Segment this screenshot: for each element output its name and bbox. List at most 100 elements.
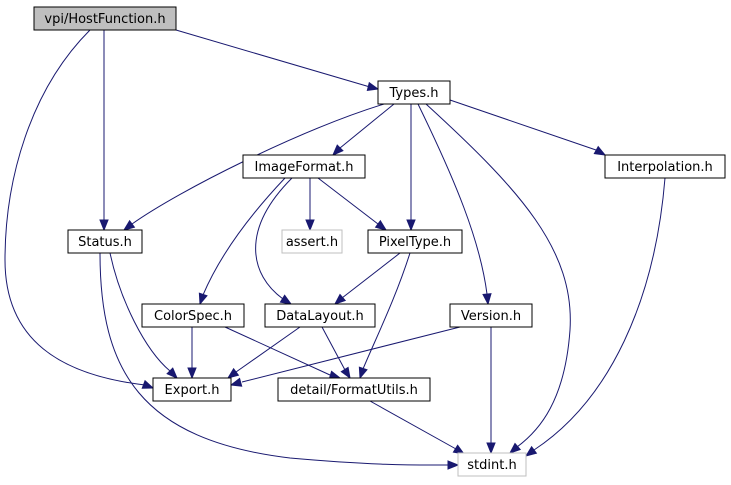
node-label: Export.h — [165, 383, 220, 398]
node-box — [604, 154, 726, 179]
node-box — [457, 452, 527, 477]
arrowhead-icon — [358, 366, 368, 380]
edge-line — [99, 252, 449, 466]
edge-interpolation-to-stdint — [524, 177, 666, 457]
edge-line — [321, 326, 346, 371]
node-box — [152, 377, 232, 402]
arrowhead-icon — [593, 145, 607, 156]
node-box — [449, 303, 533, 328]
edge-types-to-imageformat — [332, 103, 395, 156]
edge-imageformat-to-colorspec — [198, 177, 286, 306]
arrowhead-icon — [508, 442, 522, 454]
edge-pixeltype-to-formatutils — [358, 252, 411, 380]
arrowhead-icon — [305, 219, 315, 232]
arrowhead-icon — [340, 366, 351, 380]
node-stdint: stdint.h — [457, 452, 527, 477]
edge-datalayout-to-export — [226, 326, 301, 379]
node-label: DataLayout.h — [276, 309, 364, 324]
node-label: Types.h — [388, 86, 438, 101]
node-label: ImageFormat.h — [255, 160, 354, 175]
edge-colorspec-to-export — [187, 327, 197, 380]
arrowhead-icon — [198, 292, 208, 306]
edge-status-to-export — [109, 252, 178, 379]
node-formatutils[interactable]: detail/FormatUtils.h — [277, 377, 431, 402]
node-datalayout[interactable]: DataLayout.h — [264, 303, 376, 328]
node-label: detail/FormatUtils.h — [290, 383, 418, 398]
edge-line — [255, 177, 293, 300]
edge-line — [317, 177, 379, 225]
edge-line — [235, 326, 301, 373]
arrowhead-icon — [406, 219, 416, 232]
edge-line — [425, 103, 571, 448]
edge-line — [224, 326, 331, 376]
edge-formatutils-to-stdint — [369, 400, 466, 455]
node-box — [264, 303, 376, 328]
arrowhead-icon — [332, 144, 344, 156]
edge-version-to-stdint — [486, 327, 496, 455]
arrowhead-icon — [122, 219, 136, 231]
node-hostfunction[interactable]: vpi/HostFunction.h — [33, 6, 177, 31]
node-label: Interpolation.h — [617, 160, 713, 175]
node-label: vpi/HostFunction.h — [44, 12, 165, 27]
edge-types-to-version — [417, 103, 492, 306]
edge-colorspec-to-formatutils — [224, 326, 342, 380]
node-box — [377, 80, 451, 105]
edge-line — [533, 177, 666, 451]
node-label: assert.h — [286, 235, 338, 250]
edge-status-to-stdint — [99, 252, 460, 470]
arrowhead-icon — [486, 442, 496, 455]
node-label: Status.h — [78, 235, 132, 250]
arrowhead-icon — [279, 294, 293, 305]
node-imageformat[interactable]: ImageFormat.h — [242, 154, 366, 179]
arrowhead-icon — [99, 219, 109, 232]
edge-line — [109, 252, 171, 372]
edge-version-to-export — [229, 326, 461, 387]
edge-line — [369, 400, 457, 450]
node-label: stdint.h — [467, 458, 516, 473]
node-types[interactable]: Types.h — [377, 80, 451, 105]
edge-line — [175, 29, 371, 88]
edge-types-to-pixeltype — [406, 104, 416, 232]
arrowhead-icon — [333, 293, 347, 305]
node-box — [141, 303, 245, 328]
edge-line — [202, 177, 286, 296]
edge-line — [339, 103, 395, 149]
edge-imageformat-to-pixeltype — [317, 177, 388, 231]
edge-imageformat-to-assert — [305, 178, 315, 232]
node-box — [281, 229, 343, 254]
edge-hostfunction-to-status — [99, 30, 109, 232]
edge-types-to-stdint — [425, 103, 571, 454]
node-box — [242, 154, 366, 179]
edge-hostfunction-to-export — [4, 29, 155, 389]
arrowhead-icon — [366, 81, 380, 92]
arrowhead-icon — [524, 445, 538, 457]
edge-line — [4, 29, 146, 386]
edge-line — [449, 99, 597, 151]
edge-line — [241, 326, 461, 383]
node-pixeltype[interactable]: PixelType.h — [367, 229, 463, 254]
node-box — [367, 229, 463, 254]
node-colorspec[interactable]: ColorSpec.h — [141, 303, 245, 328]
node-box — [277, 377, 431, 402]
node-label: ColorSpec.h — [154, 309, 232, 324]
arrowhead-icon — [374, 219, 388, 231]
node-label: Version.h — [461, 309, 521, 324]
arrowhead-icon — [187, 367, 197, 380]
node-label: PixelType.h — [379, 235, 451, 250]
edge-hostfunction-to-types — [175, 29, 380, 92]
node-box — [67, 229, 143, 254]
node-version[interactable]: Version.h — [449, 303, 533, 328]
node-box — [33, 6, 177, 31]
edge-imageformat-to-datalayout — [255, 177, 293, 305]
edge-line — [362, 252, 411, 370]
node-status[interactable]: Status.h — [67, 229, 143, 254]
node-export[interactable]: Export.h — [152, 377, 232, 402]
edge-pixeltype-to-datalayout — [333, 252, 401, 305]
node-interpolation[interactable]: Interpolation.h — [604, 154, 726, 179]
arrowhead-icon — [482, 293, 492, 306]
arrowhead-icon — [226, 367, 240, 379]
arrowhead-icon — [447, 460, 460, 470]
arrowhead-icon — [229, 377, 243, 387]
